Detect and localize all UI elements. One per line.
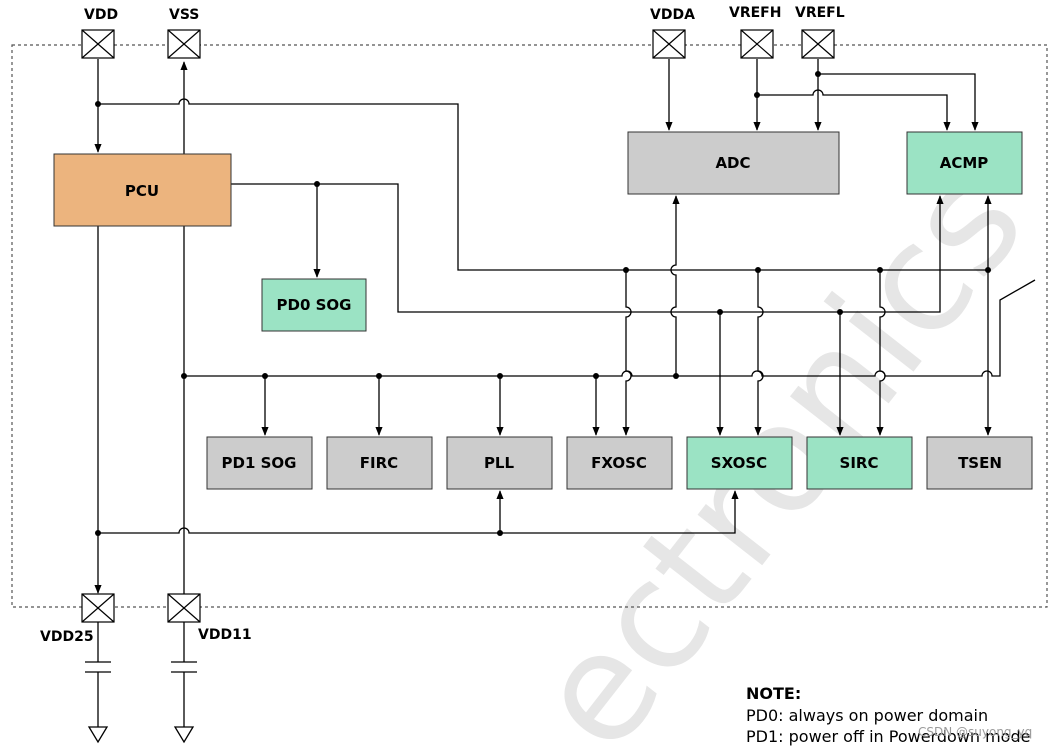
acmp-block [906,131,1023,195]
wire-vrefh-acmp [757,89,951,131]
sirc-block [806,436,913,490]
pad-vdd11 [167,593,201,623]
pad-vdda [652,29,686,59]
tsen-label: TSEN [958,454,1002,472]
wire-vrefl-acmp [818,73,979,131]
wire-vdd-bus [98,98,988,271]
adc-block [627,131,840,195]
chip-boundary [11,44,1048,608]
note-line-pd0: PD0: always on power domain [746,706,988,725]
firc-block [326,436,433,490]
pcu-block [53,153,232,227]
pd0-sog-block [261,278,367,332]
wire-fxosc-vdd [622,270,632,436]
pll-label: PLL [484,454,515,472]
pin-label-vdda: VDDA [650,7,695,23]
junction-dots [95,71,991,536]
firc-label: FIRC [360,454,398,472]
pin-label-vdd: VDD [84,7,118,23]
fxosc-label: FXOSC [591,454,647,472]
pd1-sog-block [206,436,313,490]
pin-label-vrefl: VREFL [795,5,845,21]
pin-label-vdd25: VDD25 [40,629,94,645]
wire-sirc-vdd [876,270,886,436]
pin-label-vss: VSS [169,7,199,23]
pd1-sog-label: PD1 SOG [222,454,297,472]
wire-bottom-bus [98,490,739,534]
acmp-label: ACMP [940,154,989,172]
pad-vss [167,29,201,59]
pad-vrefh [740,29,774,59]
sirc-label: SIRC [840,454,879,472]
fxosc-block [566,436,673,490]
wire-sxosc-vdd [754,270,764,436]
adc-label: ADC [715,154,750,172]
vdd11-capacitor-ground [171,622,197,744]
wire-adc-bus [670,195,680,376]
pin-label-vdd11: VDD11 [198,627,252,643]
credit-watermark: CSDN @suyong_yq [918,725,1032,739]
vdd25-capacitor-ground [85,622,111,744]
pad-vdd25 [81,593,115,623]
note-title: NOTE: [746,684,801,703]
pd0-sog-label: PD0 SOG [277,296,352,314]
pad-vdd [81,29,115,59]
pad-vrefl [801,29,835,59]
pll-block [446,436,553,490]
pin-label-vrefh: VREFH [729,5,781,21]
sxosc-block [686,436,793,490]
note-line-pd1: PD1: power off in Powerdown mode [746,727,1030,746]
tsen-block [926,436,1033,490]
pcu-label: PCU [125,182,159,200]
sxosc-label: SXOSC [711,454,767,472]
wire-pcu-out [231,183,944,313]
